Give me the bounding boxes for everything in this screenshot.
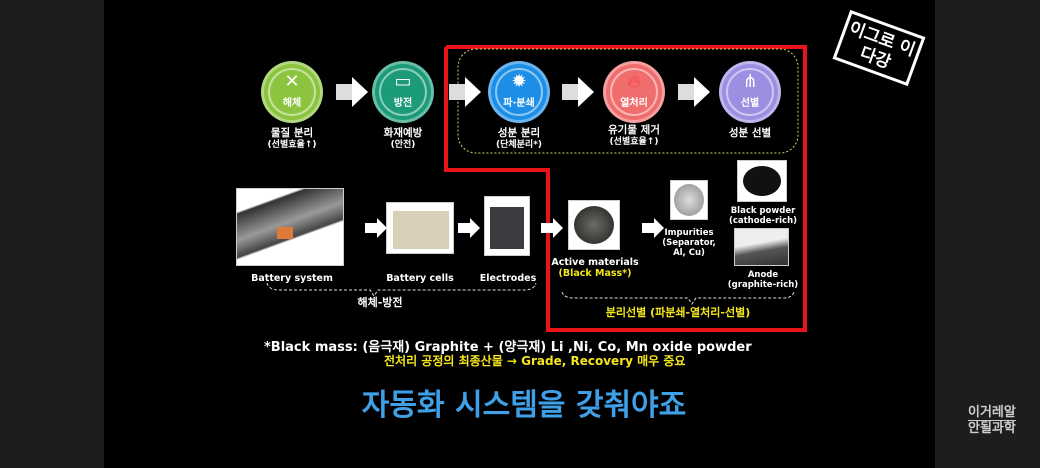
black-mass-note: *Black mass: (음극재) Graphite + (양극재) Li ,… — [264, 340, 752, 355]
group-label-dismantle: 해체-방전 — [357, 296, 403, 309]
arrow-icon — [365, 218, 387, 238]
arrow-icon — [642, 218, 664, 238]
group-label-separation: 분리선별 (파분쇄-열처리-선별) — [605, 306, 751, 319]
right-letterbox — [935, 0, 1040, 468]
brace-group2 — [561, 291, 795, 305]
video-subtitle: 자동화 시스템을 갖춰야죠 — [361, 388, 687, 423]
step-discharge-circle: ▭방전 — [372, 61, 434, 123]
anode-image — [734, 228, 789, 266]
step-caption: 유기물 제거(선별효율↑) — [608, 124, 660, 147]
electrodes-image — [484, 196, 530, 256]
step-heat-treatment-circle: 🔥︎열처리 — [603, 61, 665, 123]
arrow-icon — [449, 77, 481, 107]
step-sorting-circle: ⋔선별 — [719, 61, 781, 123]
battery-cells-image — [386, 202, 454, 254]
battery-system-label: Battery system — [251, 273, 333, 284]
arrow-icon — [562, 77, 594, 107]
anode-label: Anode(graphite-rich) — [727, 270, 799, 290]
step-crushing-circle: ✹파·분쇄 — [488, 61, 550, 123]
black-mass-image — [568, 200, 620, 250]
diagram-frame — [266, 45, 807, 332]
step-caption: 성분 선별 — [728, 127, 772, 139]
watermark: 이거레알 안될과학 — [968, 405, 1016, 436]
impurities-image — [670, 180, 708, 220]
active-materials-label: Active materials(Black Mass*) — [551, 257, 639, 279]
arrow-icon — [541, 218, 563, 238]
electrodes-label: Electrodes — [479, 273, 537, 284]
brace-group1 — [266, 282, 537, 297]
impurities-label: Impurities(Separator,Al, Cu) — [662, 228, 716, 258]
black-powder-image — [737, 160, 787, 202]
step-caption: 화재예방(안전) — [383, 127, 423, 150]
arrow-icon — [458, 218, 480, 238]
arrow-icon — [336, 77, 368, 107]
pretreatment-note: 전처리 공정의 최종산물 → Grade, Recovery 매우 중요 — [384, 354, 686, 368]
slide: 이그로 이다강 ✕해체 ▭방전 ✹파·분쇄 🔥︎열처리 ⋔선별 물질 분리(선별… — [104, 0, 935, 468]
highlight-box — [444, 45, 807, 332]
arrow-icon — [678, 77, 710, 107]
left-letterbox — [0, 0, 104, 468]
step-caption: 성분 분리(단체분리*) — [495, 127, 543, 150]
step-dismantle-circle: ✕해체 — [261, 61, 323, 123]
battery-system-image — [236, 188, 344, 266]
process-dotted-frame — [457, 48, 799, 154]
step-caption: 물질 분리(선별효율↑) — [267, 127, 317, 150]
battery-cells-label: Battery cells — [386, 273, 454, 284]
black-powder-label: Black powder(cathode-rich) — [728, 206, 798, 226]
